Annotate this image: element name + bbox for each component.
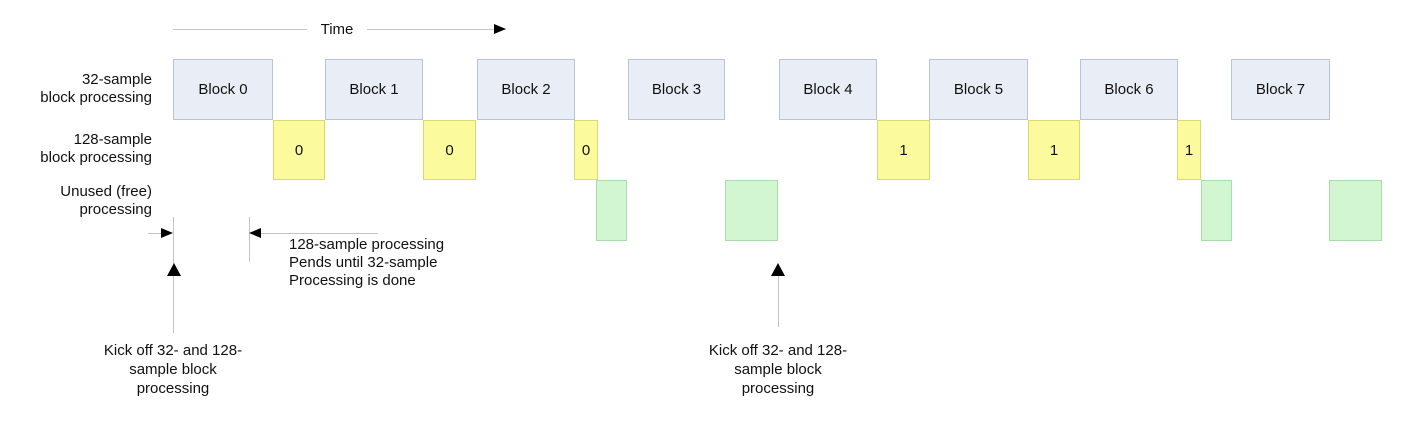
dim-leader-right-line bbox=[261, 233, 378, 234]
block-32-4: Block 4 bbox=[779, 59, 877, 120]
time-axis-label: Time bbox=[307, 21, 367, 38]
block-128-4: 1 bbox=[1028, 120, 1080, 180]
block-128-5: 1 bbox=[1177, 120, 1201, 180]
kickoff1-annotation-line: sample block bbox=[129, 361, 217, 378]
block-32-2: Block 2 bbox=[477, 59, 575, 120]
row-label-line: processing bbox=[79, 201, 152, 218]
pend-annotation: 128-sample processing Pends until 32-sam… bbox=[289, 236, 444, 290]
kickoff1-annotation: Kick off 32- and 128- sample block proce… bbox=[53, 341, 293, 398]
free-block-1 bbox=[725, 180, 778, 241]
block-128-0: 0 bbox=[273, 120, 325, 180]
dim-leader-left-line bbox=[148, 233, 162, 234]
block-32-6: Block 6 bbox=[1080, 59, 1178, 120]
pend-annotation-line: 128-sample processing bbox=[289, 236, 445, 253]
row-label-unused-free: Unused (free) processing bbox=[0, 183, 152, 219]
row-label-line: 128-sample bbox=[73, 131, 152, 148]
row-label-line: block processing bbox=[40, 89, 152, 106]
block-32-3: Block 3 bbox=[628, 59, 725, 120]
block-32-7: Block 7 bbox=[1231, 59, 1330, 120]
row-label-line: block processing bbox=[40, 149, 152, 166]
block-128-1: 0 bbox=[423, 120, 476, 180]
kickoff2-annotation-line: processing bbox=[741, 380, 815, 397]
block-128-2: 0 bbox=[574, 120, 598, 180]
kickoff2-arrowhead-icon bbox=[771, 263, 785, 276]
free-block-3 bbox=[1329, 180, 1382, 241]
kickoff1-annotation-line: Kick off 32- and 128- bbox=[103, 342, 243, 359]
kickoff2-annotation-line: sample block bbox=[734, 361, 822, 378]
block-128-3: 1 bbox=[877, 120, 930, 180]
dim-tick-right-line bbox=[249, 217, 250, 262]
kickoff2-annotation: Kick off 32- and 128- sample block proce… bbox=[658, 341, 898, 398]
block-32-1: Block 1 bbox=[325, 59, 423, 120]
free-block-0 bbox=[596, 180, 627, 241]
pend-annotation-line: Pends until 32-sample bbox=[289, 254, 438, 271]
time-axis-arrowhead-icon bbox=[494, 24, 506, 34]
row-label-32-sample: 32-sample block processing bbox=[0, 71, 152, 107]
kickoff2-annotation-line: Kick off 32- and 128- bbox=[708, 342, 848, 359]
block-32-0: Block 0 bbox=[173, 59, 273, 120]
pend-annotation-line: Processing is done bbox=[289, 272, 416, 289]
row-label-line: Unused (free) bbox=[60, 183, 152, 200]
dim-arrowhead-left-icon bbox=[249, 228, 261, 238]
row-label-128-sample: 128-sample block processing bbox=[0, 131, 152, 167]
free-block-2 bbox=[1201, 180, 1232, 241]
block-32-5: Block 5 bbox=[929, 59, 1028, 120]
kickoff1-arrowhead-icon bbox=[167, 263, 181, 276]
dim-arrowhead-right-icon bbox=[161, 228, 173, 238]
row-label-line: 32-sample bbox=[81, 71, 152, 88]
kickoff2-arrow-line bbox=[778, 276, 779, 327]
kickoff1-annotation-line: processing bbox=[136, 380, 210, 397]
